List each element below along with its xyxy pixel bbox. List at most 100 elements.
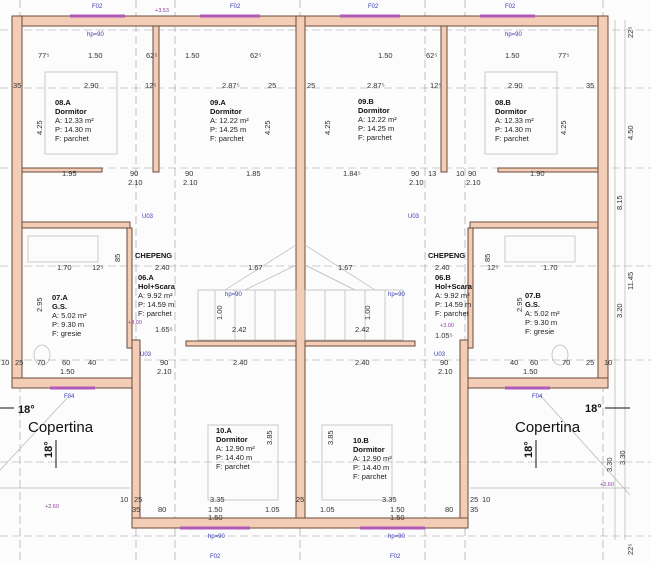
dimension-label: 13	[428, 169, 436, 178]
dimension-label: 3.85	[265, 430, 274, 445]
door-tag: U03	[434, 352, 446, 358]
dimension-label: 3.35	[210, 495, 225, 504]
dimension-label: 2.10	[128, 178, 143, 187]
dimension-label: 70	[562, 358, 570, 367]
dimension-label: 2.40	[435, 263, 450, 272]
window-tag: F02	[92, 4, 103, 10]
dimension-label: A: 5.02 m²	[52, 311, 87, 320]
dimension-label: 10	[482, 495, 490, 504]
dimension-label: 35	[586, 81, 594, 90]
door-tag: U03	[142, 214, 154, 220]
dimension-label: 2.42	[355, 325, 370, 334]
dimension-label: 85	[483, 254, 492, 262]
dimension-label: 77⁵	[38, 51, 49, 60]
dimension-label: 25	[307, 81, 315, 90]
dimension-label: Dormitor	[55, 107, 87, 116]
dimension-label: 1.50	[60, 367, 75, 376]
dimension-label: 09.A	[210, 98, 226, 107]
level-marker: +3.00	[128, 320, 142, 326]
level-marker: +2.60	[600, 482, 614, 488]
dimension-label: A: 12.22 m²	[358, 115, 397, 124]
dimension-label: 10	[120, 495, 128, 504]
dimension-label: 90	[160, 358, 168, 367]
window-tag: F04	[532, 394, 543, 400]
dimension-label: Hol+Scara	[138, 282, 176, 291]
dimension-label: 2.95	[35, 297, 44, 312]
dimension-label: A: 12.90 m²	[353, 454, 392, 463]
level-marker: +3.00	[440, 323, 454, 329]
window-tag: F02	[230, 4, 241, 10]
dimension-label: 90	[130, 169, 138, 178]
dimension-label: 2.10	[409, 178, 424, 187]
dimension-label: 1.67	[248, 263, 263, 272]
dimension-label: 1.50	[185, 51, 200, 60]
dimension-label: 1.50	[390, 513, 405, 522]
dimension-label: 4.25	[323, 120, 332, 135]
door-tag: U03	[140, 352, 152, 358]
copertina-right-label: Copertina	[515, 419, 581, 436]
dimension-label: 1.84⁵	[343, 169, 361, 178]
dimension-label: 1.50	[523, 367, 538, 376]
dimension-label: 2.40	[355, 358, 370, 367]
dimension-label: P: 14.59 m	[138, 300, 174, 309]
dimension-label: P: 14.30 m	[55, 125, 91, 134]
dimension-label: A: 12.33 m²	[495, 116, 534, 125]
window-tag: F02	[505, 4, 516, 10]
dimension-label: P: 14.25 m	[358, 124, 394, 133]
dimension-label: 4.50	[626, 125, 635, 140]
dimension-label: F: parchet	[495, 134, 530, 143]
dimension-label: 12⁵	[92, 263, 103, 272]
dimension-label: F: gresie	[525, 327, 554, 336]
dimension-label: 2.10	[438, 367, 453, 376]
dimension-label: 12⁵	[145, 81, 156, 90]
dimension-label: 77⁵	[558, 51, 569, 60]
window-tag: F04	[64, 394, 75, 400]
door-tag: U03	[408, 214, 420, 220]
dimension-label: 25	[268, 81, 276, 90]
dimension-label: 25	[470, 495, 478, 504]
dimension-label: 2.90	[84, 81, 99, 90]
dimension-label: 25	[586, 358, 594, 367]
dimension-label: 1.67	[338, 263, 353, 272]
dimension-label: 1.05⁵	[435, 331, 453, 340]
staircase[interactable]	[197, 244, 404, 341]
dimension-label: 2.90	[508, 81, 523, 90]
dimension-label: 2.95	[515, 297, 524, 312]
dimension-label: 35	[132, 505, 140, 514]
furniture	[27, 71, 576, 501]
room-07a: 07.AG.S. A: 5.02 m²P: 9.30 mF: gresie	[52, 293, 87, 338]
dimension-label: 3.35	[382, 495, 397, 504]
dimension-label: 1.50	[390, 505, 405, 514]
windows	[50, 14, 550, 530]
dimension-label: 40	[88, 358, 96, 367]
dimension-label: 70	[37, 358, 45, 367]
dimension-label: 1.90	[530, 169, 545, 178]
dimension-label: 4.25	[559, 120, 568, 135]
dimension-label: F: parchet	[210, 134, 245, 143]
dimension-label: 3.30	[605, 457, 614, 472]
dimension-label: 1.00	[215, 305, 224, 320]
window-height: hp=90	[505, 32, 523, 38]
slope-angle-right: 18°	[585, 403, 602, 415]
dimension-label: 2.87⁵	[222, 81, 240, 90]
dimension-label: 1.50	[208, 505, 223, 514]
window-height: hp=90	[388, 292, 406, 298]
copertina-left-label: Copertina	[28, 419, 94, 436]
dimension-label: 1.05	[265, 505, 280, 514]
dimension-label: 10.A	[216, 426, 232, 435]
dimension-label: 12⁵	[430, 81, 441, 90]
dimension-label: 1.50	[88, 51, 103, 60]
dimension-label: F: parchet	[216, 462, 251, 471]
dimension-label: 2.10	[466, 178, 481, 187]
dimension-label: 10	[456, 169, 464, 178]
dimension-label: F: parchet	[55, 134, 90, 143]
